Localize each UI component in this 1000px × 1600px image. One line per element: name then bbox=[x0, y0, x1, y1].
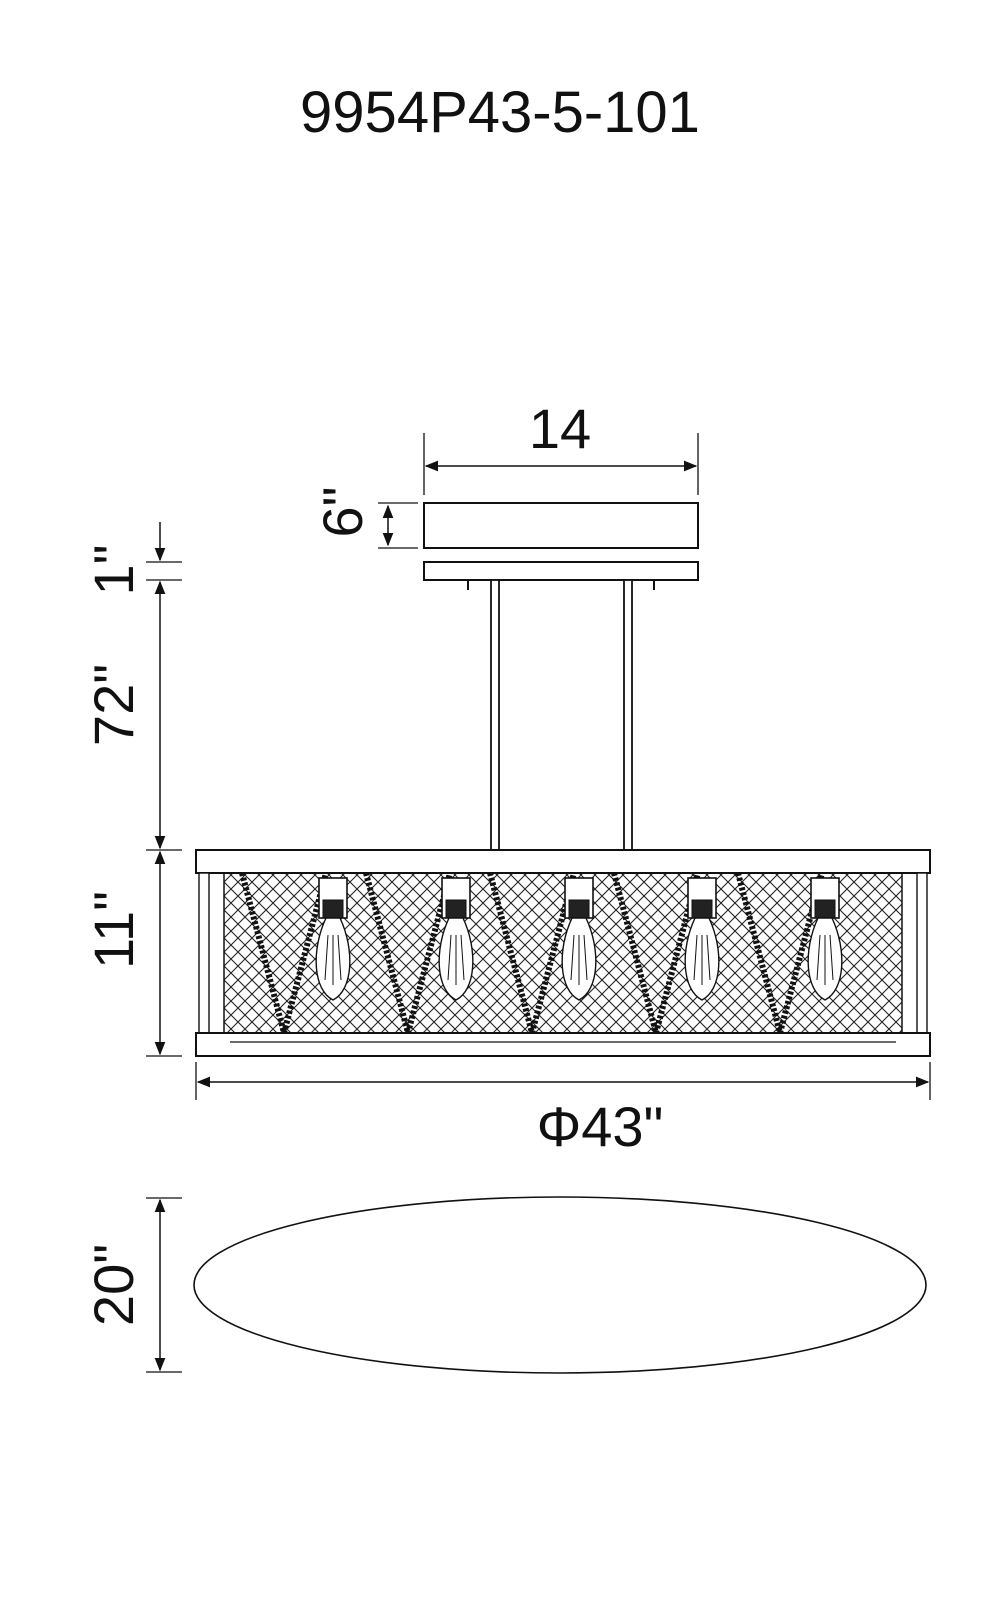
bulb-filament bbox=[816, 934, 834, 985]
socket bbox=[445, 899, 467, 919]
rope-brace bbox=[611, 872, 659, 1034]
rope-post-right bbox=[916, 872, 928, 1034]
gap-label: 1" bbox=[82, 544, 145, 595]
diameter-label: Φ43" bbox=[537, 1095, 664, 1158]
dimension-canopy-width: 14 bbox=[423, 397, 699, 495]
bulb-assembly bbox=[684, 877, 720, 1001]
socket bbox=[568, 899, 590, 919]
rod-length-label: 72" bbox=[82, 664, 145, 746]
bulb-row bbox=[315, 877, 843, 1001]
rope-brace bbox=[363, 872, 411, 1034]
bulb-filament bbox=[447, 934, 465, 985]
suspension-rod-left bbox=[490, 579, 500, 851]
dimension-vertical-stack: 1" 72" 11" bbox=[82, 522, 182, 1057]
bottom-ring bbox=[195, 1032, 931, 1057]
bulb-filament bbox=[693, 934, 711, 985]
bulb-assembly bbox=[561, 877, 597, 1001]
bulb-assembly bbox=[438, 877, 474, 1001]
bulb-assembly bbox=[807, 877, 843, 1001]
bulb-filament bbox=[324, 934, 342, 985]
rope-brace bbox=[239, 872, 287, 1034]
bulb-assembly bbox=[315, 877, 351, 1001]
dimension-plan-depth: 20" bbox=[82, 1197, 182, 1373]
mounting-plate bbox=[423, 561, 699, 581]
fixture-body bbox=[195, 849, 931, 1057]
rope-post-left bbox=[198, 872, 210, 1034]
canopy bbox=[423, 502, 699, 549]
top-ring bbox=[195, 849, 931, 874]
dimension-diameter: Φ43" bbox=[195, 1062, 931, 1158]
shade-height-label: 11" bbox=[82, 891, 145, 969]
model-number: 9954P43-5-101 bbox=[300, 80, 700, 145]
socket bbox=[322, 899, 344, 919]
plan-view-outline bbox=[193, 1196, 927, 1374]
canopy-height-label: 6" bbox=[311, 486, 374, 537]
dimension-canopy-height: 6" bbox=[311, 486, 418, 549]
canopy-width-label: 14 bbox=[529, 397, 591, 460]
rope-brace bbox=[487, 872, 535, 1034]
socket bbox=[691, 899, 713, 919]
socket bbox=[814, 899, 836, 919]
bulb-filament bbox=[570, 934, 588, 985]
rope-brace bbox=[735, 872, 783, 1034]
plan-depth-label: 20" bbox=[82, 1244, 145, 1326]
suspension-rod-right bbox=[623, 579, 633, 851]
